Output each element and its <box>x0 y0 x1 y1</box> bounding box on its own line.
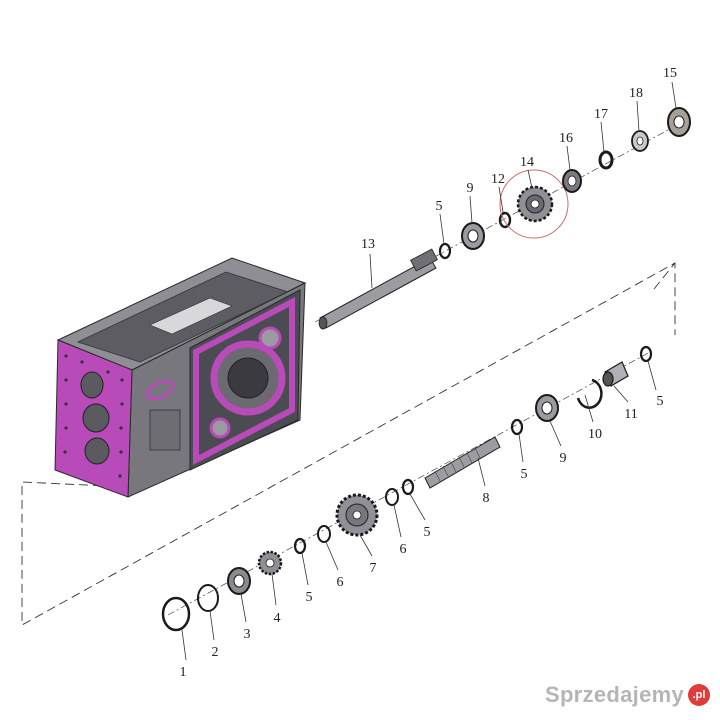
callout-17: 17 <box>594 107 608 122</box>
ring-5-lower-a <box>293 537 307 555</box>
dashed-frame <box>21 262 676 626</box>
gear-7 <box>335 493 379 537</box>
lower-shaft-8 <box>424 436 501 489</box>
callout-4: 4 <box>274 611 281 626</box>
bearing-3 <box>227 567 251 595</box>
callout-7: 7 <box>370 561 377 576</box>
callout-13: 13 <box>361 237 375 252</box>
bearing-9-lower <box>535 394 559 422</box>
callout-3: 3 <box>244 627 251 642</box>
callout-11: 11 <box>624 407 637 422</box>
leader-lines <box>181 81 677 661</box>
bearing-9-upper <box>461 222 485 250</box>
watermark-badge: .pl <box>688 684 710 706</box>
ring-6-a <box>317 525 331 543</box>
circlip-10 <box>576 378 603 409</box>
callout-6-b: 6 <box>400 542 407 557</box>
callout-8: 8 <box>483 491 490 506</box>
ring-5-lower-d <box>639 345 653 363</box>
callout-5-c: 5 <box>521 467 528 482</box>
ring-1 <box>161 596 191 632</box>
callout-6-a: 6 <box>337 575 344 590</box>
callout-10: 10 <box>588 427 602 442</box>
callout-9-b: 9 <box>467 181 474 196</box>
watermark: Sprzedajemy .pl <box>545 682 710 708</box>
callout-18: 18 <box>629 86 643 101</box>
callout-5-d: 5 <box>657 394 664 409</box>
synchro-16 <box>562 169 582 193</box>
ring-12 <box>498 211 512 229</box>
bearing-15 <box>667 107 691 137</box>
bushing-11 <box>602 361 629 387</box>
ring-2 <box>197 584 219 612</box>
callout-9-a: 9 <box>560 451 567 466</box>
watermark-text: Sprzedajemy <box>544 682 684 707</box>
callout-16: 16 <box>559 131 573 146</box>
callout-labels: 1 2 3 4 5 6 7 6 5 8 5 9 10 11 5 13 5 9 1… <box>180 66 678 680</box>
callout-14: 14 <box>520 155 534 170</box>
callout-5-e: 5 <box>436 199 443 214</box>
ring-5-lower-c <box>510 418 524 436</box>
callout-5-b: 5 <box>424 525 431 540</box>
gear-14 <box>516 185 554 223</box>
upper-shaft-13 <box>318 248 438 330</box>
ring-6-b <box>385 488 399 506</box>
lower-axis <box>167 351 651 616</box>
washer-18 <box>631 130 649 152</box>
ring-5-upper <box>438 242 452 260</box>
gear-4 <box>257 550 283 576</box>
highlight-circle-14 <box>499 169 569 239</box>
callout-12: 12 <box>491 172 505 187</box>
gearbox-housing <box>54 257 307 498</box>
callout-5-a: 5 <box>306 590 313 605</box>
ring-17 <box>598 150 614 170</box>
callout-1: 1 <box>180 665 187 680</box>
callout-15: 15 <box>663 66 677 81</box>
ring-5-lower-b <box>401 478 415 496</box>
callout-2: 2 <box>212 645 219 660</box>
